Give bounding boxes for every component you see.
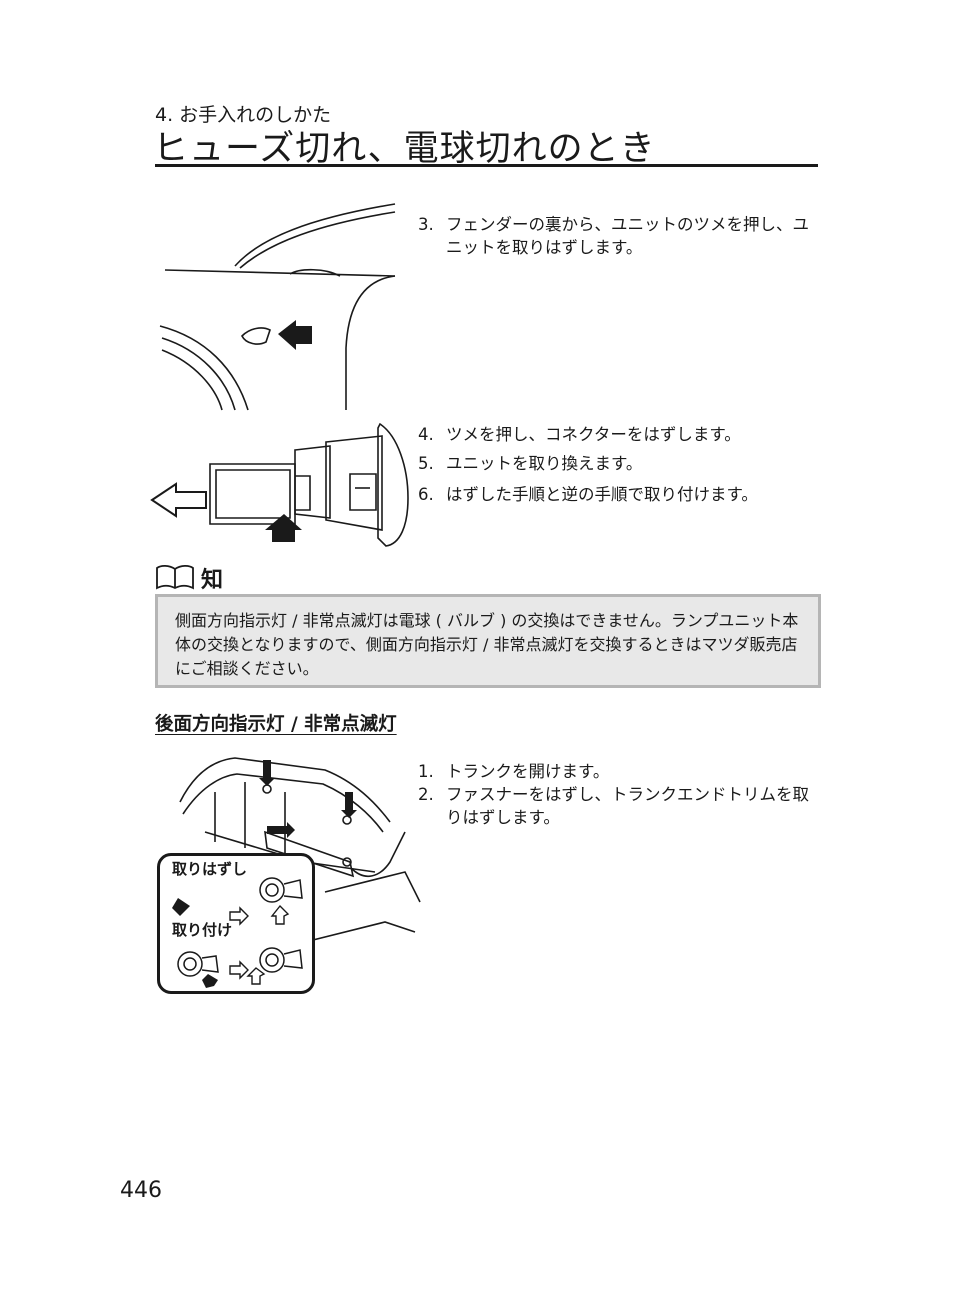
rear-step-2: 2.ファスナーをはずし、トランクエンドトリムを取りはずします。 — [418, 785, 809, 827]
black-arrow-icon-2 — [202, 974, 218, 988]
hollow-arrow-icon-1 — [229, 906, 249, 926]
press-arrow-icon — [265, 514, 302, 542]
fender-illustration — [159, 203, 396, 411]
title-rule — [155, 164, 818, 167]
page-title: ヒューズ切れ、電球切れのとき — [153, 129, 656, 169]
black-arrow-icon-1 — [172, 898, 190, 916]
hollow-arrow-icon-3 — [270, 904, 290, 925]
arrow-down-icon-1 — [259, 760, 275, 786]
chapter-label: 4. お手入れのしかた — [155, 104, 332, 126]
arrow-right-icon — [267, 822, 295, 838]
book-icon — [156, 564, 194, 590]
connector-illustration — [150, 422, 409, 547]
page-number: 446 — [120, 1178, 162, 1203]
install-label: 取り付け — [172, 921, 233, 939]
step-6: 6.はずした手順と逆の手順で取り付けます。 — [418, 485, 758, 504]
arrow-down-icon-2 — [341, 792, 357, 818]
rear-step-1: 1.トランクを開けます。 — [418, 762, 610, 781]
section-title: 後面方向指示灯 / 非常点滅灯 — [155, 714, 397, 735]
fastener-diagram — [172, 877, 303, 988]
pull-arrow-icon — [150, 482, 207, 518]
step-5: 5.ユニットを取り換えます。 — [418, 454, 643, 473]
hollow-arrow-icon-4 — [246, 967, 266, 985]
step-4: 4.ツメを押し、コネクターをはずします。 — [418, 425, 741, 444]
remove-label: 取りはずし — [172, 860, 248, 878]
step-3: 3.フェンダーの裏から、ユニットのツメを押し、ユニットを取りはずします。 — [418, 215, 809, 257]
knowledge-text: 側面方向指示灯 / 非常点滅灯は電球 ( バルブ ) の交換はできません。ランプ… — [175, 611, 799, 678]
knowledge-box: 側面方向指示灯 / 非常点滅灯は電球 ( バルブ ) の交換はできません。ランプ… — [155, 594, 821, 688]
hollow-arrow-icon-2 — [229, 960, 249, 980]
fastener-inset: 取りはずし 取り付け — [157, 853, 315, 994]
push-arrow-icon — [278, 320, 312, 350]
